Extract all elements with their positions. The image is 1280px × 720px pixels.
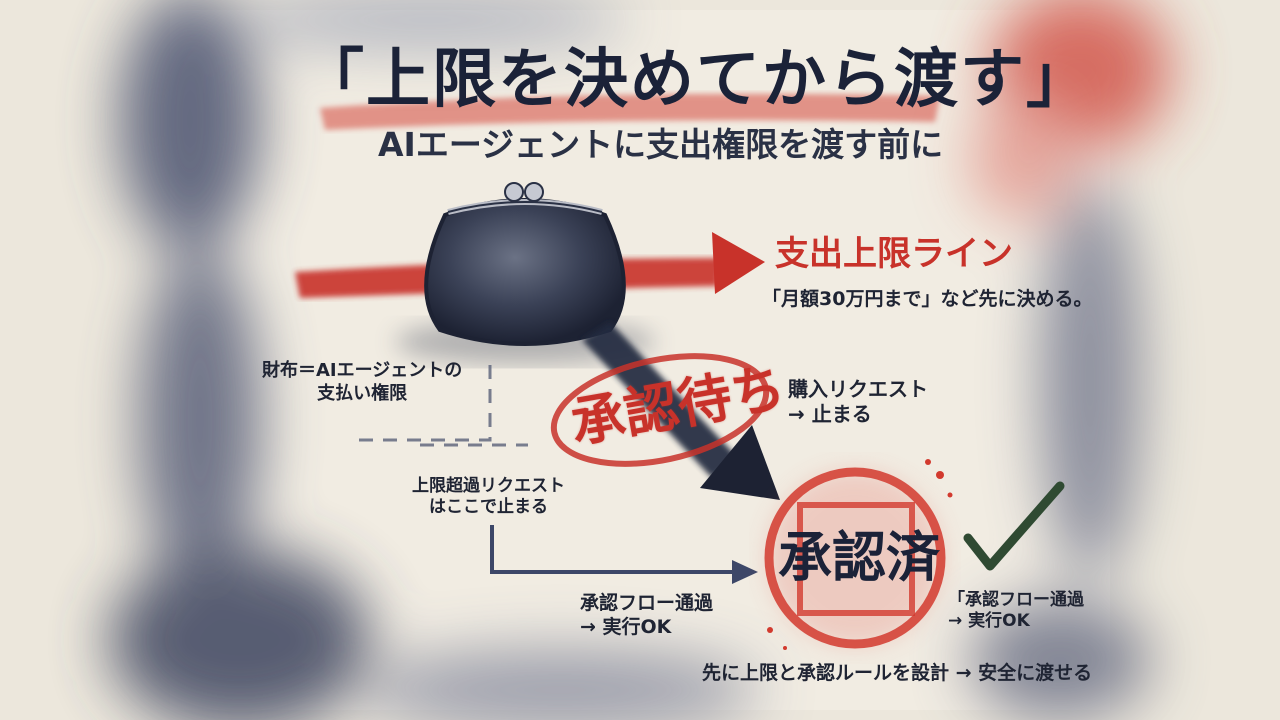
flow-pass-right-note: 「承認フロー通過 → 実行OK: [948, 590, 1084, 633]
flow-pass-right-line1: 「承認フロー通過: [948, 590, 1084, 610]
flow-pass-right-line2: → 実行OK: [948, 611, 1030, 632]
approved-stamp: 承認済: [778, 525, 940, 589]
flow-pass-left-line1: 承認フロー通過: [580, 592, 714, 614]
flow-pass-left-line2: → 実行OK: [580, 615, 672, 638]
limit-line-note: 「月額30万円まで」など先に決める。: [762, 288, 1093, 310]
wallet-label: 財布＝AIエージェントの 支払い権限: [262, 360, 462, 405]
pending-stamp-ring: [550, 353, 770, 467]
limit-line-label: 支出上限ライン: [775, 234, 1013, 274]
wallet-icon: [395, 182, 655, 364]
approved-stamp-ring: [764, 459, 953, 650]
title-brush-stroke: [320, 93, 940, 130]
wallet-label-line2: 支払い権限: [317, 382, 408, 404]
over-limit-line2: はここで止まる: [429, 497, 548, 518]
check-icon: [963, 481, 1065, 571]
page-title: 「上限を決めてから渡す」: [300, 42, 1092, 117]
dashed-guides: [358, 365, 528, 447]
ink-stains: [110, 0, 1170, 720]
over-limit-line1: 上限超過リクエスト: [412, 476, 565, 496]
purchase-request-line2: → 止まる: [788, 402, 872, 426]
purchase-request-note: 購入リクエスト → 止まる: [788, 377, 928, 427]
over-limit-note: 上限超過リクエスト はここで止まる: [412, 476, 565, 519]
wallet-label-line1: 財布＝AIエージェントの: [262, 360, 463, 381]
flow-arrow: [490, 525, 758, 584]
request-arrow: [582, 322, 780, 500]
footer-summary: 先に上限と承認ルールを設計 → 安全に渡せる: [702, 662, 1093, 684]
flow-pass-left-note: 承認フロー通過 → 実行OK: [580, 592, 713, 640]
purchase-request-line1: 購入リクエスト: [788, 377, 928, 401]
page-subtitle: AIエージェントに支出権限を渡す前に: [378, 125, 944, 164]
